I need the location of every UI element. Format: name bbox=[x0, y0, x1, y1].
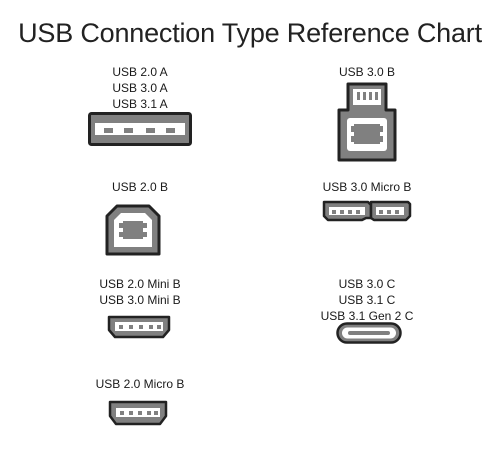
usb-c-label: USB 3.0 C USB 3.1 C USB 3.1 Gen 2 C bbox=[320, 277, 414, 323]
usb-3-b-connector-icon bbox=[337, 82, 397, 162]
usb-mini-b-connector-icon bbox=[107, 315, 171, 339]
usb-a-connector-icon bbox=[88, 112, 192, 146]
usb-3-micro-b-connector-icon bbox=[322, 200, 412, 222]
usb-3-b-label: USB 3.0 B bbox=[338, 65, 396, 79]
usb-2-micro-b-connector-icon bbox=[108, 400, 168, 426]
usb-mini-b-label: USB 2.0 Mini B USB 3.0 Mini B bbox=[99, 277, 181, 307]
usb-2-b-connector-icon bbox=[105, 204, 161, 256]
usb-2-micro-b-label: USB 2.0 Micro B bbox=[95, 377, 185, 391]
usb-c-connector-icon bbox=[336, 322, 402, 344]
chart-title: USB Connection Type Reference Chart bbox=[18, 18, 482, 48]
usb-2-b-label: USB 2.0 B bbox=[111, 180, 169, 194]
usb-3-micro-b-label: USB 3.0 Micro B bbox=[322, 180, 412, 194]
usb-a-label: USB 2.0 A USB 3.0 A USB 3.1 A bbox=[112, 65, 168, 111]
